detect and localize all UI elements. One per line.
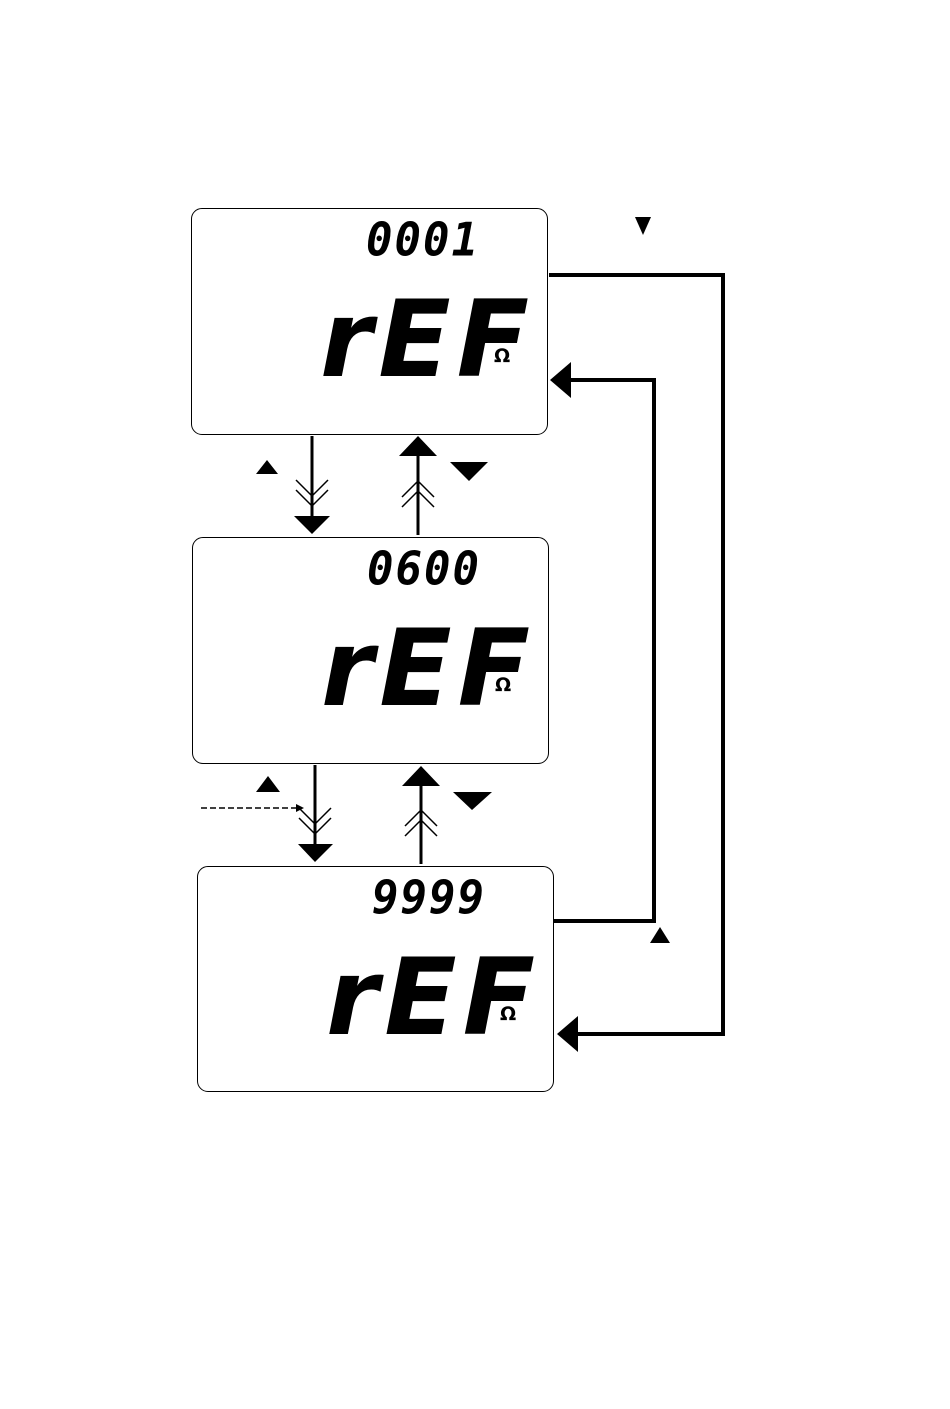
arrow-into-screen3 (557, 1016, 578, 1052)
up-key-icon (256, 460, 278, 474)
down-key-icon (635, 217, 651, 235)
arrow-down-1 (294, 516, 330, 534)
wrap-up-connector (554, 380, 654, 921)
arrow-up-1 (399, 436, 437, 456)
down-key-icon (453, 792, 492, 810)
arrow-into-screen1 (550, 362, 571, 398)
up-key-icon (256, 776, 280, 792)
down-key-icon (450, 462, 488, 481)
up-key-icon (650, 927, 670, 943)
arrow-up-2 (402, 766, 440, 786)
arrow-down-2 (298, 844, 333, 862)
